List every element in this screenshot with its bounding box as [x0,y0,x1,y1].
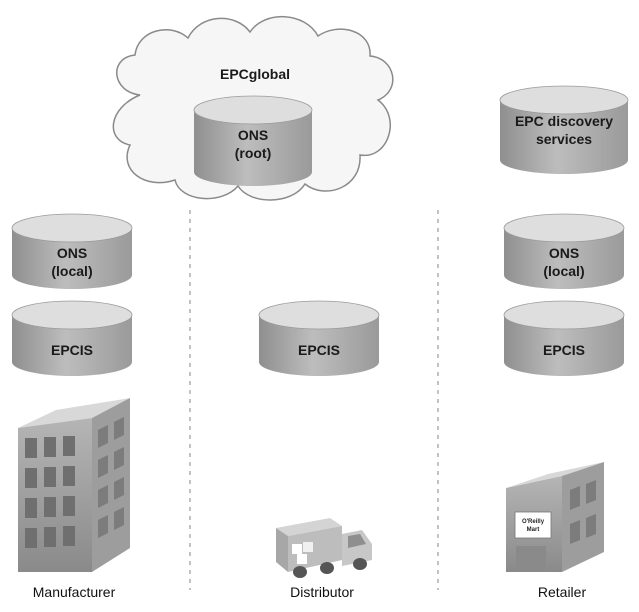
epcis-retailer-db: EPCIS [503,300,625,376]
discovery-label-line1: EPC discovery [515,113,613,129]
delivery-truck-icon [276,518,372,578]
store-sign-line1: O'Reilly [522,519,545,525]
discovery-label-line2: services [536,131,592,147]
retail-store-icon: O'Reilly Mart [506,462,604,572]
epcis-distributor-db: EPCIS [258,300,380,376]
ons-root-label-line1: ONS [238,127,268,143]
ons-local-r-line2: (local) [543,263,584,279]
ons-root-db: ONS (root) [193,95,313,186]
epcis-manufacturer-db: EPCIS [11,300,133,376]
ons-root-label-line2: (root) [235,145,272,161]
cloud-title: EPCglobal [220,66,290,82]
ons-local-m-line2: (local) [51,263,92,279]
epcis-m-label: EPCIS [51,342,93,358]
manufacturer-building-icon [18,398,130,572]
ons-local-manufacturer-db: ONS (local) [11,213,133,289]
store-sign [514,511,552,539]
manufacturer-caption: Manufacturer [33,584,116,600]
store-sign-line2: Mart [527,527,540,533]
epc-discovery-db: EPC discovery services [499,85,629,174]
epcis-d-label: EPCIS [298,342,340,358]
distributor-caption: Distributor [290,584,354,600]
epcis-r-label: EPCIS [543,342,585,358]
ons-local-m-line1: ONS [57,245,87,261]
retailer-caption: Retailer [538,584,587,600]
ons-local-retailer-db: ONS (local) [503,213,625,289]
ons-local-r-line1: ONS [549,245,579,261]
